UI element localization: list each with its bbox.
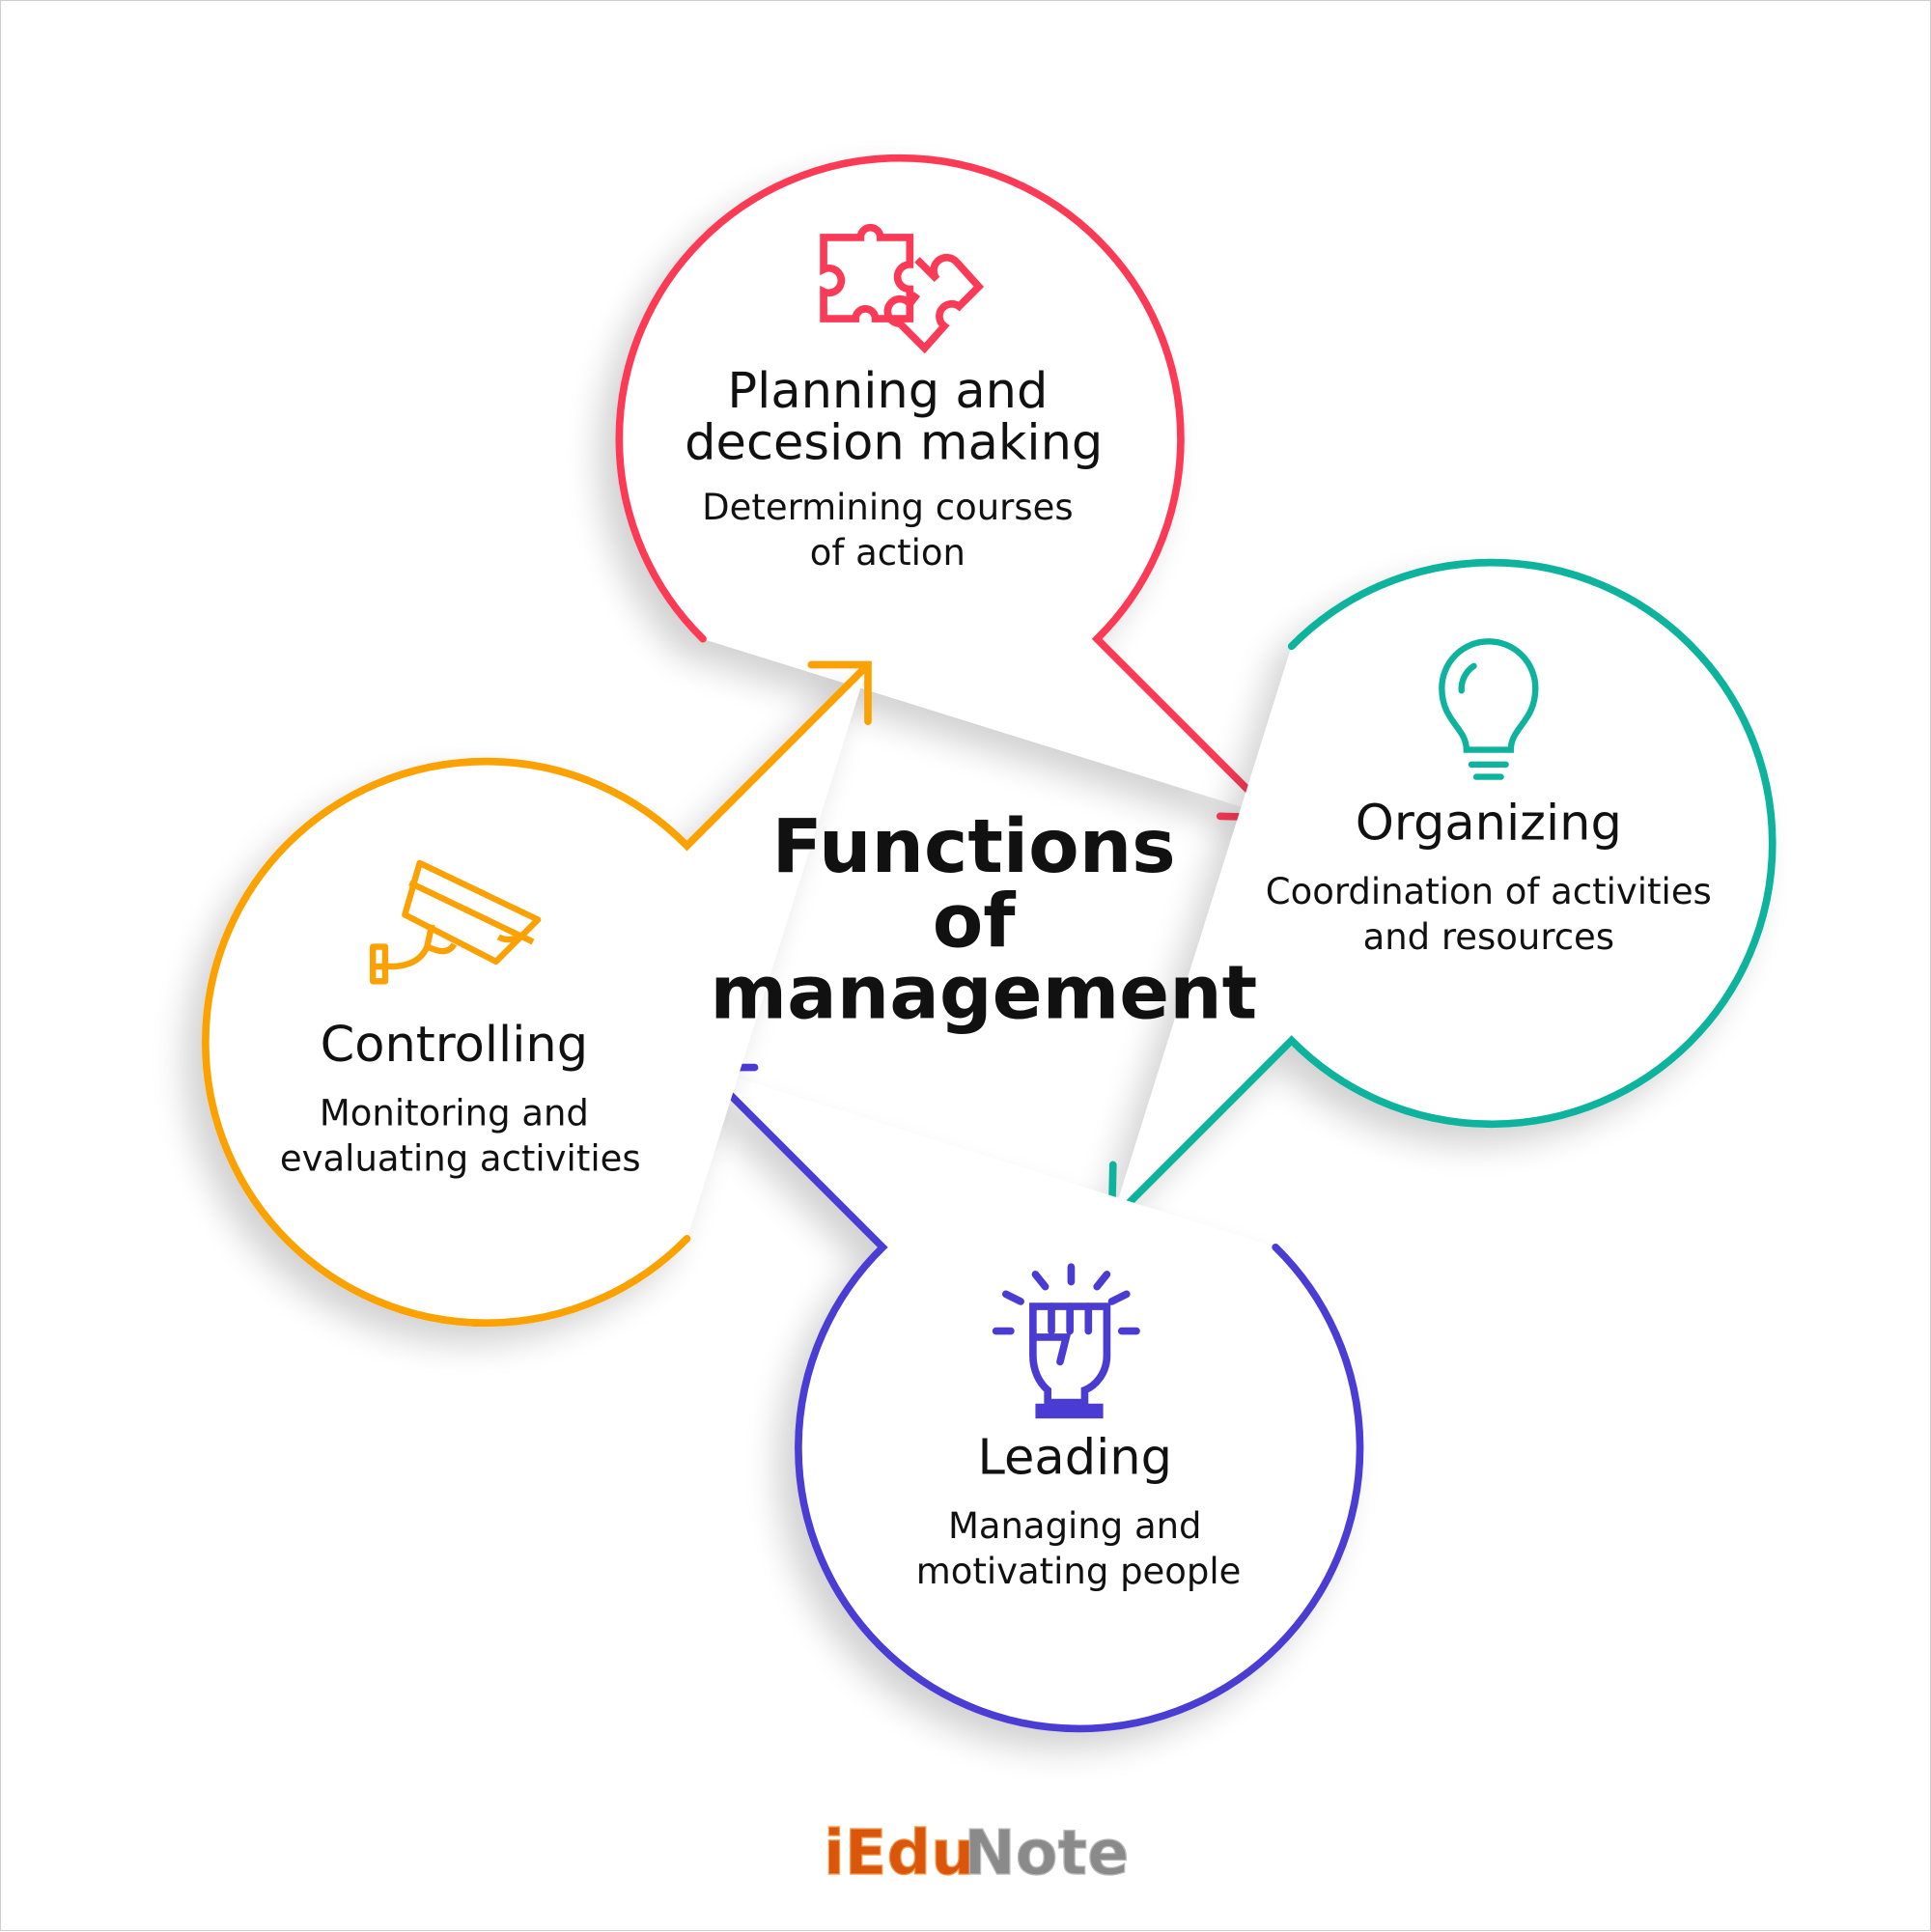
logo-text-a: iEdu bbox=[824, 1818, 974, 1890]
leading-loop bbox=[699, 1063, 1364, 1733]
planning-card: Planning and decesion making Determining… bbox=[685, 363, 1103, 574]
organizing-card: Organizing Coordination of activities an… bbox=[1266, 796, 1712, 959]
organizing-desc-2: and resources bbox=[1363, 916, 1614, 958]
logo-text-b: Note bbox=[964, 1818, 1129, 1890]
leading-desc-1: Managing and bbox=[948, 1505, 1202, 1547]
security-camera-icon bbox=[370, 859, 542, 985]
controlling-title: Controlling bbox=[321, 1017, 588, 1074]
organizing-title: Organizing bbox=[1356, 796, 1622, 853]
controlling-desc-2: evaluating activities bbox=[280, 1138, 641, 1180]
title-line-1: Functions bbox=[772, 804, 1176, 890]
controlling-card: Controlling Monitoring and evaluating ac… bbox=[280, 1017, 641, 1180]
controlling-desc-1: Monitoring and bbox=[320, 1093, 589, 1134]
title-line-3: management bbox=[710, 951, 1257, 1037]
puzzle-icon bbox=[820, 223, 985, 354]
planning-desc-1: Determining courses bbox=[702, 487, 1073, 528]
arrow-head-icon bbox=[807, 660, 872, 725]
iedunote-logo: iEdu Note bbox=[823, 1817, 1130, 1890]
planning-desc-2: of action bbox=[810, 532, 966, 574]
controlling-loop bbox=[202, 660, 872, 1328]
organizing-desc-1: Coordination of activities bbox=[1266, 871, 1712, 912]
leading-card: Leading Managing and motivating people bbox=[916, 1430, 1242, 1593]
diagram-title: Functions of management bbox=[710, 804, 1257, 1037]
leading-desc-2: motivating people bbox=[916, 1551, 1242, 1592]
planning-title-2: decesion making bbox=[685, 414, 1103, 471]
raised-fist-icon bbox=[992, 1263, 1140, 1419]
title-line-2: of bbox=[933, 880, 1017, 966]
planning-title-1: Planning and bbox=[727, 363, 1048, 420]
lightbulb-icon bbox=[1439, 638, 1539, 780]
leading-title: Leading bbox=[978, 1430, 1172, 1487]
